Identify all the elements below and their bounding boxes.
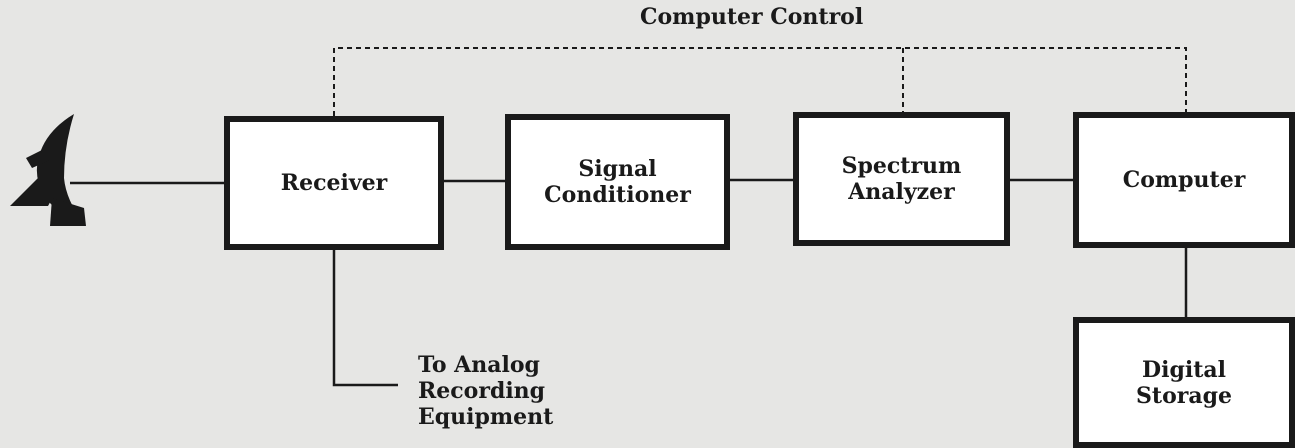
analog-recording-label: To Analog Recording Equipment bbox=[418, 352, 554, 430]
digital-storage-block: Digital Storage bbox=[1073, 317, 1295, 448]
receiver-to-analog-wire bbox=[332, 250, 398, 387]
computer-label: Computer bbox=[1122, 167, 1246, 193]
receiver-block: Receiver bbox=[224, 116, 444, 250]
digital-storage-label: Digital Storage bbox=[1136, 356, 1232, 409]
computer-control-label: Computer Control bbox=[640, 4, 864, 30]
computer-block: Computer bbox=[1073, 112, 1295, 248]
spectrum-analyzer-block: Spectrum Analyzer bbox=[793, 112, 1010, 246]
receiver-label: Receiver bbox=[280, 170, 388, 196]
signal-conditioner-label: Signal Conditioner bbox=[544, 156, 691, 208]
satellite-dish-icon bbox=[10, 114, 86, 226]
computer-control-bus bbox=[333, 47, 1187, 116]
signal-conditioner-block: Signal Conditioner bbox=[505, 114, 730, 250]
spectrum-analyzer-label: Spectrum Analyzer bbox=[841, 153, 962, 205]
